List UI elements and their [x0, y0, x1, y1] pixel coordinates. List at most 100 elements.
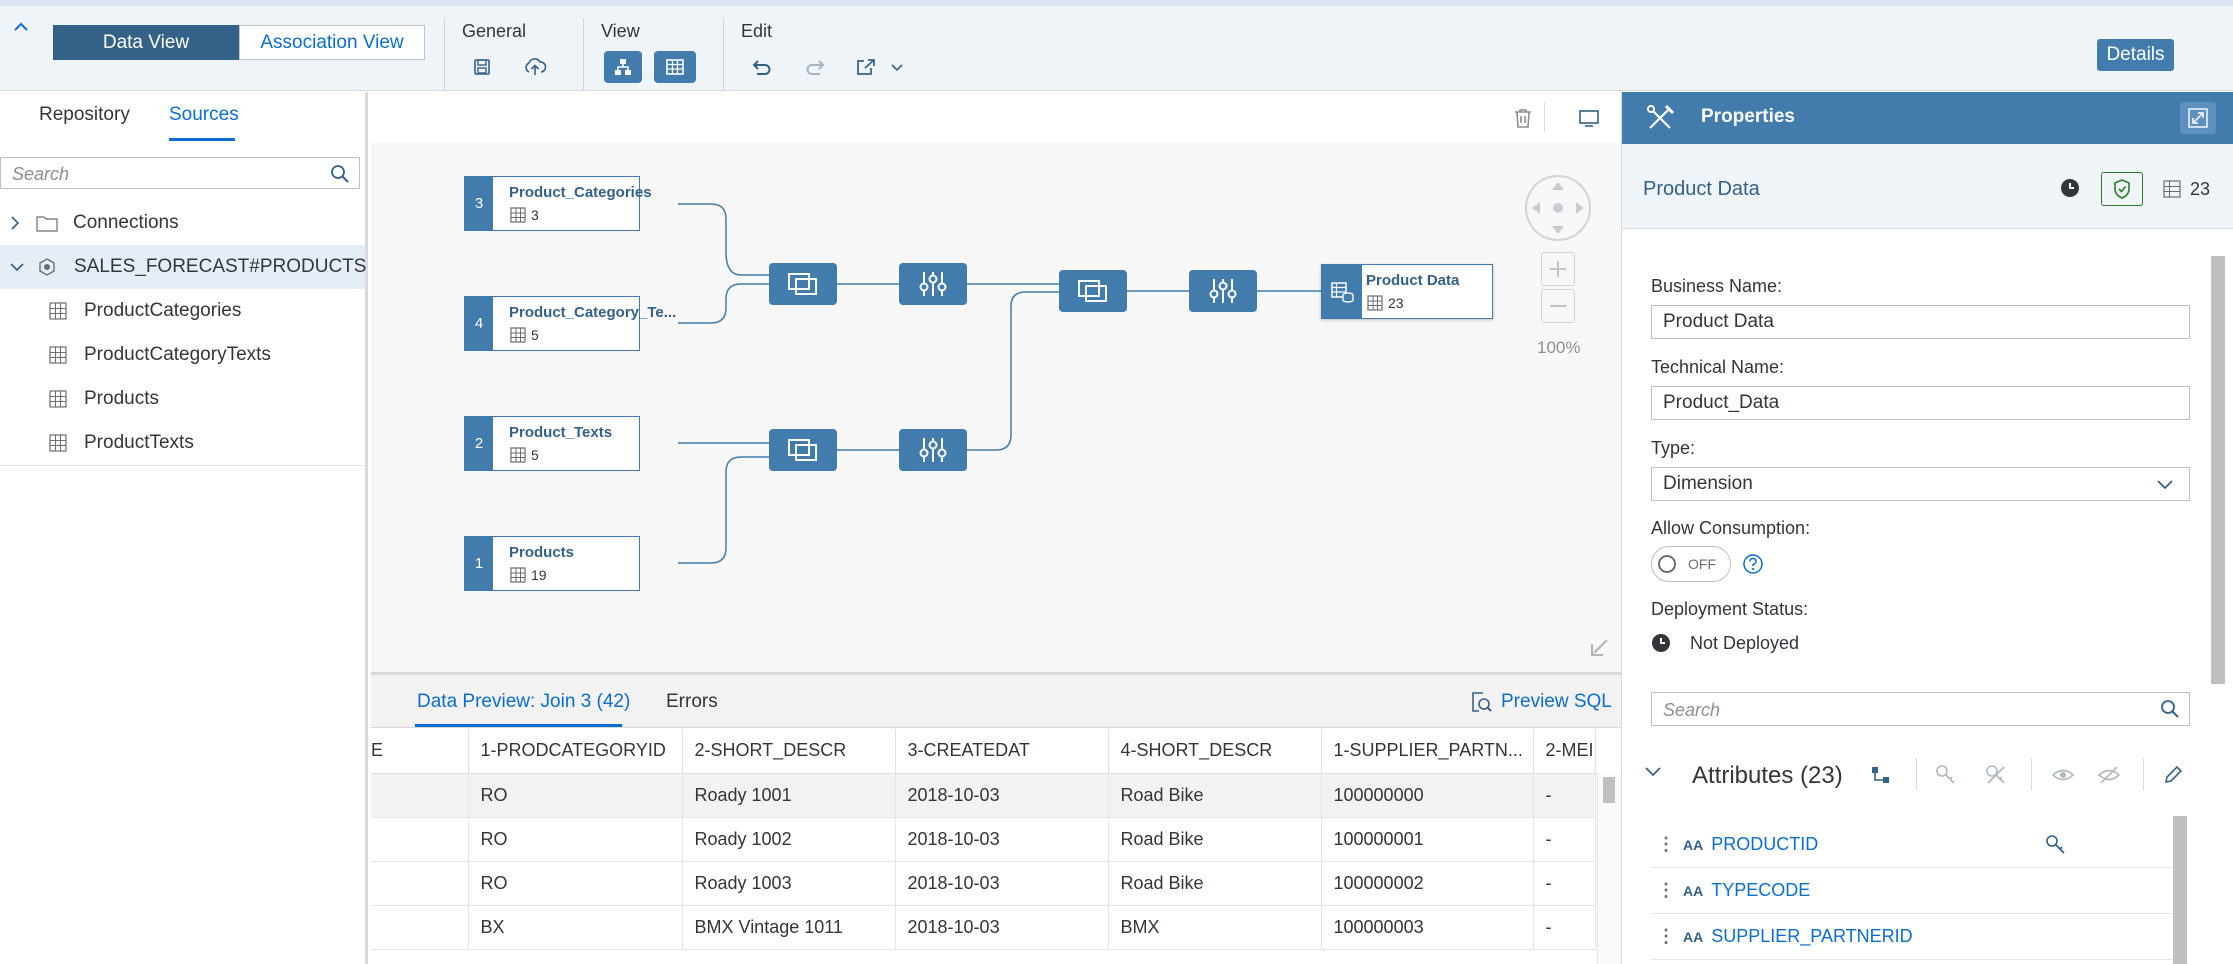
attribute-row[interactable]: ⋮ AA PRODUCTID	[1651, 822, 2173, 868]
table-view-icon[interactable]	[654, 51, 696, 83]
help-icon[interactable]	[1742, 553, 1764, 575]
business-name-input[interactable]: Product Data	[1651, 305, 2190, 339]
tree-item-table[interactable]: ProductCategoryTexts	[0, 333, 365, 377]
toggle-state: OFF	[1688, 556, 1716, 572]
diagram-canvas[interactable]: 3 Product_Categories 3 4 Product_Categor…	[371, 92, 1621, 672]
edit-icon[interactable]	[2162, 764, 2184, 786]
scrollbar-thumb[interactable]	[1603, 777, 1615, 803]
node-count: 19	[531, 567, 547, 583]
dimension-icon	[1330, 281, 1354, 303]
column-header[interactable]: E	[371, 729, 469, 774]
projection-node[interactable]	[1189, 270, 1257, 312]
join-node[interactable]	[1059, 270, 1127, 312]
pan-control-icon[interactable]	[1524, 174, 1592, 242]
table-cell: RO	[468, 861, 683, 906]
graph-view-icon[interactable]	[604, 51, 642, 83]
join-node[interactable]	[769, 429, 837, 471]
node-count: 23	[1388, 295, 1404, 311]
drag-handle-icon[interactable]: ⋮	[1657, 880, 1675, 900]
table-cell: 100000001	[1321, 817, 1534, 862]
column-header[interactable]: 2-MEI	[1533, 729, 1596, 774]
source-node-products[interactable]: 1 Products 19	[464, 536, 640, 591]
type-select[interactable]: Dimension	[1651, 467, 2190, 501]
attribute-row[interactable]: ⋮ AA TYPECODE	[1651, 868, 2173, 914]
projection-node[interactable]	[899, 429, 967, 471]
search-icon[interactable]	[2160, 699, 2180, 719]
table-row[interactable]: BX BMX Vintage 1011 2018-10-03 BMX 10000…	[371, 905, 1596, 950]
column-header[interactable]: 1-PRODCATEGORYID	[468, 729, 683, 774]
deploy-status: Not Deployed	[1690, 633, 1800, 653]
consumption-toggle[interactable]: OFF	[1651, 546, 1731, 582]
scrollbar-thumb[interactable]	[2211, 256, 2225, 684]
tree-item-space[interactable]: SALES_FORECAST#PRODUCTS	[0, 245, 366, 289]
monitor-icon[interactable]	[1578, 107, 1600, 129]
technical-name-input[interactable]: Product_Data	[1651, 386, 2190, 420]
export-icon[interactable]	[850, 50, 884, 84]
chevron-right-icon[interactable]	[9, 215, 21, 231]
zoom-in-icon[interactable]	[1541, 252, 1575, 286]
table-icon	[510, 207, 526, 223]
table-row[interactable]: RO Roady 1001 2018-10-03 Road Bike 10000…	[371, 773, 1596, 818]
collapse-arrow-icon[interactable]	[1589, 638, 1609, 658]
type-label: Type:	[1651, 438, 1696, 458]
chevron-down-icon[interactable]	[890, 62, 904, 72]
scrollbar[interactable]	[1597, 773, 1621, 964]
table-row[interactable]: RO Roady 1003 2018-10-03 Road Bike 10000…	[371, 861, 1596, 906]
delete-icon[interactable]	[1512, 107, 1534, 129]
tree-item-table[interactable]: ProductTexts	[0, 421, 365, 465]
details-button[interactable]: Details	[2097, 39, 2174, 71]
preview-sql-button[interactable]: Preview SQL	[1501, 691, 1612, 712]
chevron-down-icon[interactable]	[9, 261, 25, 273]
chevron-down-icon[interactable]	[2156, 478, 2174, 490]
projection-node[interactable]	[899, 263, 967, 305]
chevron-up-icon[interactable]	[12, 20, 30, 34]
save-icon[interactable]	[465, 50, 499, 84]
table-cell: RO	[468, 773, 683, 818]
expand-icon[interactable]	[2180, 102, 2216, 134]
zoom-out-icon[interactable]	[1541, 289, 1575, 323]
join-node[interactable]	[769, 263, 837, 305]
tab-repository[interactable]: Repository	[39, 104, 130, 125]
column-header[interactable]: 2-SHORT_DESCR	[682, 729, 896, 774]
association-view-button[interactable]: Association View	[239, 25, 425, 60]
table-cell: Road Bike	[1108, 861, 1322, 906]
undo-icon[interactable]	[745, 50, 779, 84]
deploy-icon[interactable]	[518, 50, 552, 84]
column-header[interactable]: 4-SHORT_DESCR	[1108, 729, 1322, 774]
column-header[interactable]: 3-CREATEDAT	[895, 729, 1109, 774]
drag-handle-icon[interactable]: ⋮	[1657, 834, 1675, 854]
source-node-product-category-texts[interactable]: 4 Product_Category_Te... 5	[464, 296, 676, 351]
attribute-search-input[interactable]: Search	[1651, 692, 2190, 726]
tab-sources[interactable]: Sources	[169, 104, 239, 125]
shield-icon[interactable]	[2101, 172, 2143, 206]
preview-sql-icon[interactable]	[1469, 690, 1493, 714]
tree-item-table[interactable]: ProductCategories	[0, 289, 365, 333]
tab-data-preview[interactable]: Data Preview: Join 3 (42)	[417, 691, 631, 712]
search-input[interactable]: Search	[0, 157, 360, 189]
table-cell: Road Bike	[1108, 773, 1322, 818]
table-cell: 2018-10-03	[895, 905, 1109, 950]
node-count: 5	[531, 327, 539, 343]
tree-item-table[interactable]: Products	[0, 377, 365, 421]
tab-errors[interactable]: Errors	[666, 691, 718, 712]
node-count: 5	[531, 447, 539, 463]
table-cell: -	[1533, 861, 1596, 906]
column-header[interactable]: 1-SUPPLIER_PARTN...	[1321, 729, 1534, 774]
output-node-product-data[interactable]: Product Data 23	[1321, 264, 1493, 319]
chevron-down-icon[interactable]	[1644, 765, 1662, 777]
search-icon[interactable]	[330, 164, 350, 184]
source-node-product-categories[interactable]: 3 Product_Categories 3	[464, 176, 652, 231]
hierarchy-icon[interactable]	[1870, 764, 1892, 786]
table-cell: Roady 1001	[682, 773, 896, 818]
drag-handle-icon[interactable]: ⋮	[1657, 926, 1675, 946]
node-title: Product_Categories	[509, 184, 652, 201]
scrollbar-thumb[interactable]	[2173, 816, 2187, 964]
attribute-row[interactable]: ⋮ AA SUPPLIER_PARTNERID	[1651, 914, 2173, 960]
table-cell	[371, 905, 469, 950]
type-value: Dimension	[1663, 473, 1753, 494]
table-cell	[371, 817, 469, 862]
source-node-product-texts[interactable]: 2 Product_Texts 5	[464, 416, 640, 471]
tree-item-connections[interactable]: Connections	[0, 201, 365, 245]
data-view-button[interactable]: Data View	[53, 25, 239, 60]
table-row[interactable]: RO Roady 1002 2018-10-03 Road Bike 10000…	[371, 817, 1596, 862]
